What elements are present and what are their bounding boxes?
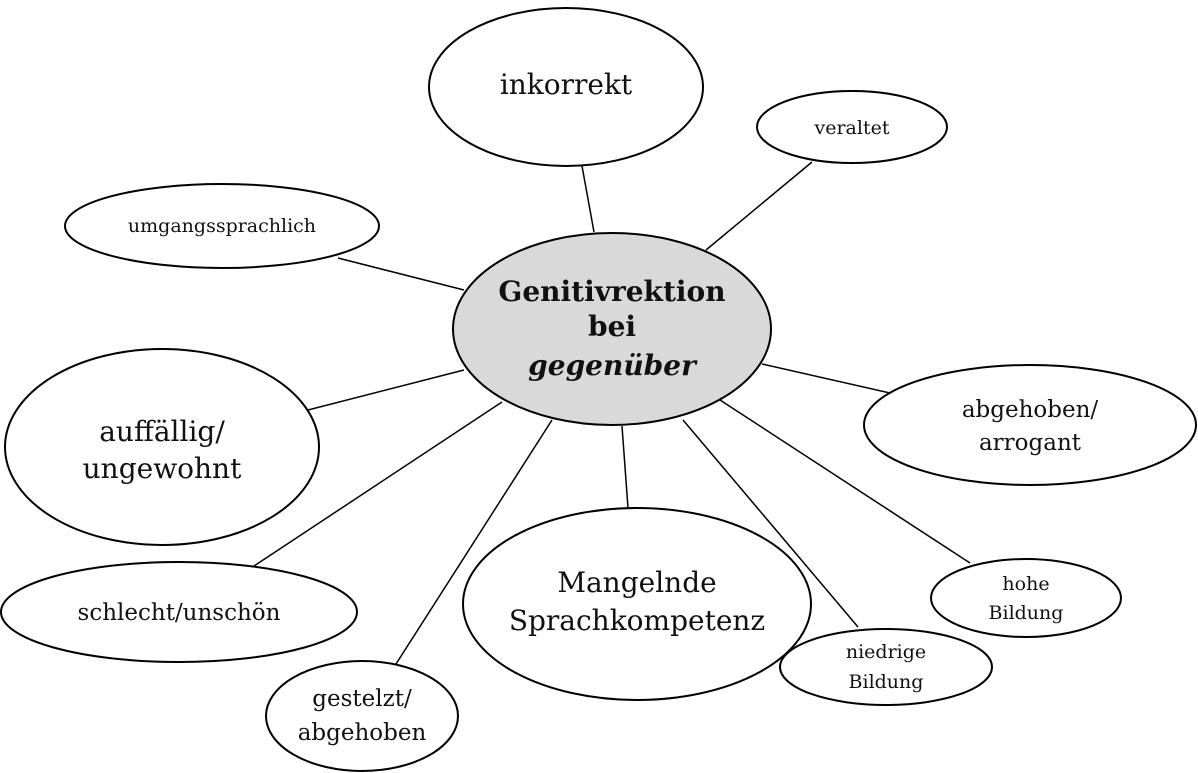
edge-schlecht [253,401,503,567]
node-hohe-bildung-label-line2: Bildung [989,602,1064,624]
node-auffaellig-ellipse [4,348,320,546]
node-umgangssprachlich-ellipse [64,183,380,269]
node-auffaellig-label-line2: ungewohnt [83,452,242,485]
node-schlecht: schlecht/unschön [0,561,358,663]
edge-gestelzt [395,419,553,665]
node-gestelzt: gestelzt/ abgehoben [265,660,459,772]
node-auffaellig-label-line1: auffällig/ [99,415,225,448]
node-abgehoben-arrogant-ellipse [863,364,1197,486]
node-inkorrekt-label: inkorrekt [500,68,633,101]
node-hohe-bildung: hohe Bildung [930,558,1122,638]
edge-niedrige-bildung [682,419,859,628]
node-umgangssprachlich-label: umgangssprachlich [128,215,316,237]
node-abgehoben-arrogant-label-line1: abgehoben/ [962,397,1099,423]
node-umgangssprachlich: umgangssprachlich [64,183,380,269]
node-veraltet-label: veraltet [814,117,890,139]
edge-veraltet [705,161,813,251]
node-mangelnde-label-line1: Mangelnde [557,566,716,599]
node-niedrige-bildung: niedrige Bildung [779,628,993,706]
edge-hohe-bildung [719,399,971,564]
node-niedrige-bildung-ellipse [779,628,993,706]
node-mangelnde-ellipse [462,507,812,701]
node-gestelzt-ellipse [265,660,459,772]
node-gestelzt-label-line1: gestelzt/ [312,686,412,712]
node-niedrige-bildung-label-line1: niedrige [846,641,926,663]
connector-lines [253,161,971,665]
central-node-ellipse [452,232,772,426]
node-abgehoben-arrogant: abgehoben/ arrogant [863,364,1197,486]
node-gestelzt-label-line2: abgehoben [298,720,427,746]
node-niedrige-bildung-label-line2: Bildung [849,671,924,693]
node-schlecht-ellipse [0,561,358,663]
central-node-title-line1: Genitivrektion [498,275,725,308]
node-veraltet: veraltet [756,90,948,164]
node-mangelnde-label-line2: Sprachkompetenz [509,604,765,637]
edge-mangelnde [621,425,629,509]
edge-abgehoben-arrogant [761,363,891,394]
node-auffaellig: auffällig/ ungewohnt [4,348,320,546]
node-abgehoben-arrogant-label-line2: arrogant [979,430,1082,456]
node-veraltet-ellipse [756,90,948,164]
node-inkorrekt-ellipse [428,7,704,167]
node-mangelnde: Mangelnde Sprachkompetenz [462,507,812,701]
node-hohe-bildung-label-line1: hohe [1002,573,1049,595]
central-node-title-line2: bei [588,310,636,343]
node-inkorrekt: inkorrekt [428,7,704,167]
edge-umgangssprachlich [337,257,465,291]
node-hohe-bildung-ellipse [930,558,1122,638]
node-schlecht-label: schlecht/unschön [78,600,281,626]
edge-inkorrekt [581,165,595,233]
edge-auffaellig [307,369,465,411]
central-node-title-line3: gegenüber [528,349,698,382]
central-node: Genitivrektion bei gegenüber [452,232,772,426]
